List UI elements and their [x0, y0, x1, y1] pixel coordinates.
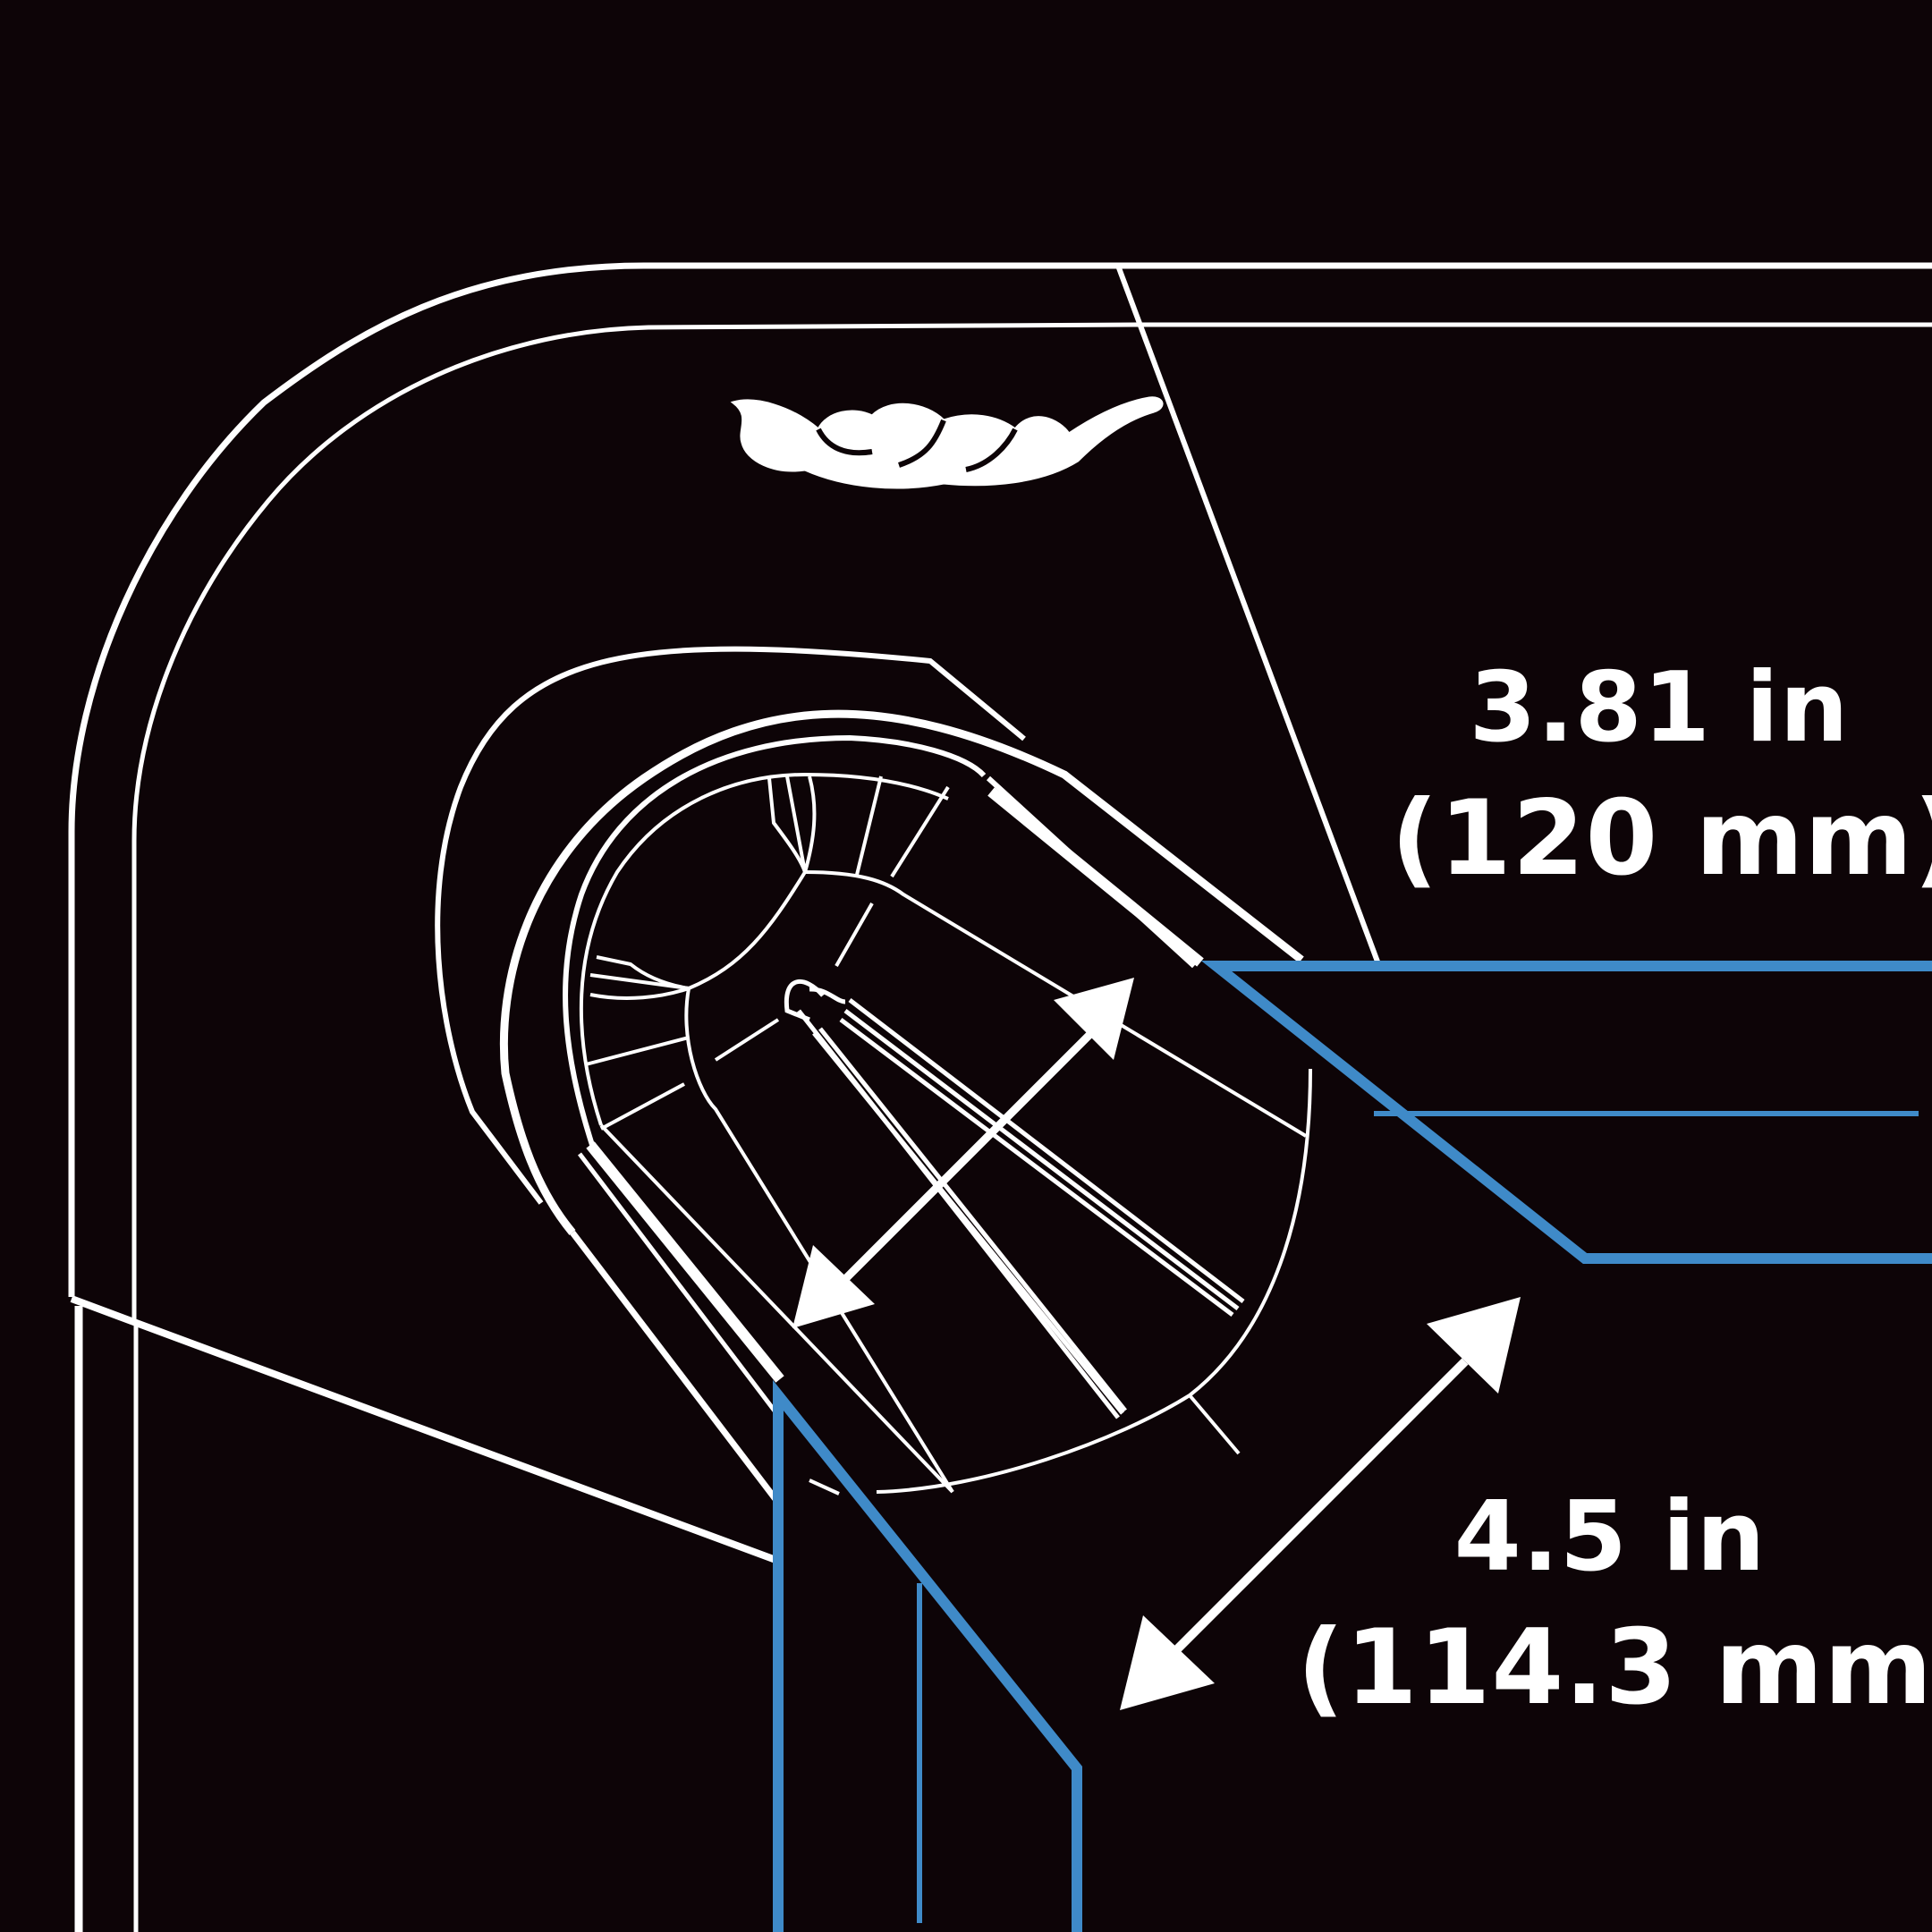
arrowhead-down-left-icon [792, 1245, 875, 1328]
fan-size-dimension-label: 3.81 in (120 mm) [1391, 652, 1932, 899]
arrowhead-down-left-icon [1120, 1615, 1215, 1710]
case-frame-outline [68, 262, 1932, 1932]
fan-size-metric: (120 mm) [1391, 778, 1932, 899]
hub-dimension-arrow [837, 1028, 1097, 1287]
arrowhead-up-right-icon [1427, 1297, 1521, 1394]
arrowheads [792, 978, 1521, 1710]
hole-spacing-imperial: 4.5 in [1453, 1481, 1767, 1593]
arrowhead-up-right-icon [1054, 978, 1134, 1060]
fan-hub-shroud [435, 646, 1304, 1505]
leaping-cat-logo-icon [730, 396, 1164, 489]
hole-spacing-dimension-arrow [1173, 1358, 1469, 1654]
fan-size-imperial: 3.81 in [1469, 652, 1850, 764]
hole-spacing-dimension-label: 4.5 in (114.3 mm) [1297, 1481, 1932, 1728]
hole-spacing-metric: (114.3 mm) [1297, 1607, 1932, 1728]
center-blade-detail [784, 979, 1245, 1419]
mounting-bracket-highlight [773, 961, 1932, 1932]
fan-hub-inner [579, 772, 1312, 1496]
